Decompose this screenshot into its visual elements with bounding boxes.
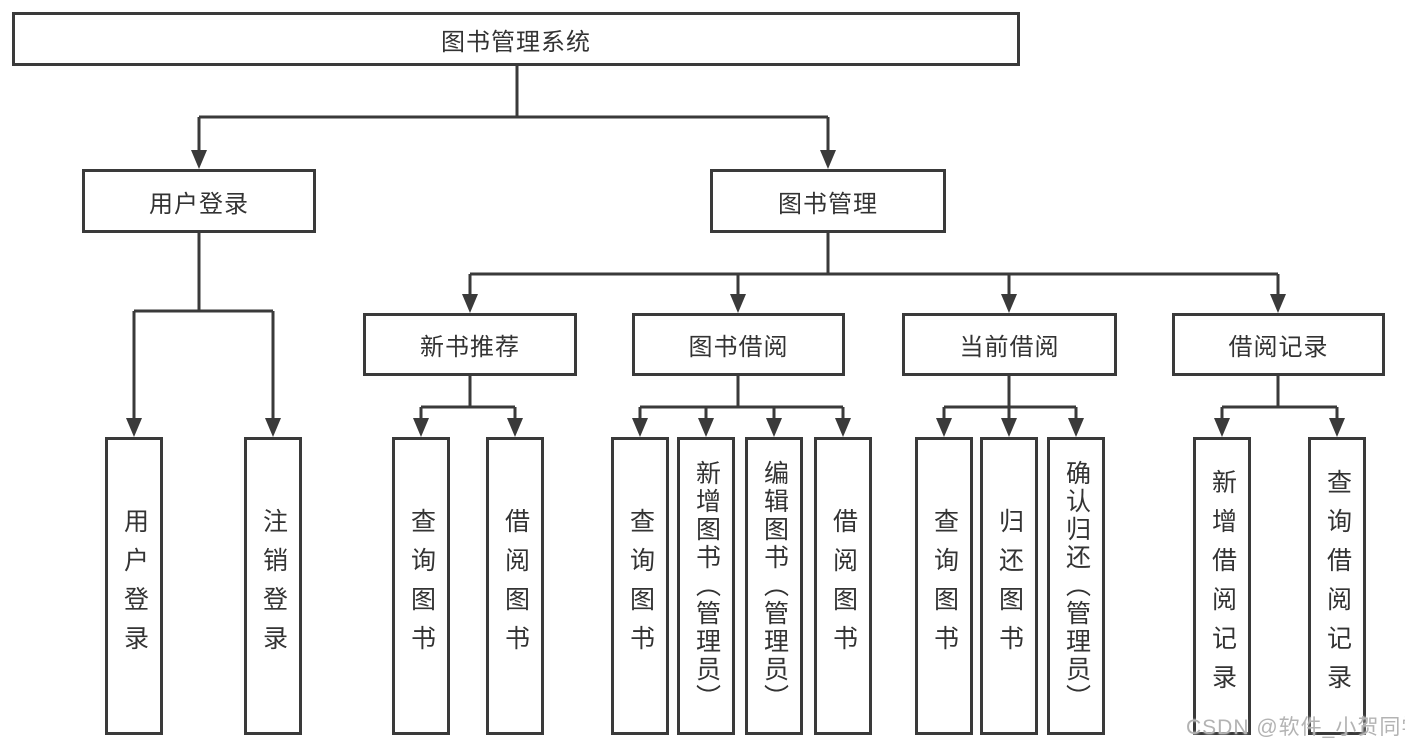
leaf-label: 注销登录: [259, 508, 288, 664]
leaf-label: 确认归还（管理员）: [1062, 460, 1091, 712]
node-book-management: 图书管理: [710, 169, 946, 233]
leaf-add-books-admin: 新增图书（管理员）: [677, 437, 735, 735]
node-label: 图书管理系统: [441, 28, 591, 56]
node-book-borrowing: 图书借阅: [632, 313, 845, 376]
leaf-label: 新增图书（管理员）: [692, 460, 721, 712]
leaf-add-borrow-record: 新增借阅记录: [1193, 437, 1251, 735]
leaf-query-books-recommend: 查询图书: [392, 437, 450, 735]
leaf-borrow-books: 借阅图书: [814, 437, 872, 735]
leaf-label: 查询图书: [626, 508, 655, 664]
node-label: 当前借阅: [959, 334, 1060, 361]
leaf-user-login: 用户登录: [105, 437, 163, 735]
leaf-label: 查询图书: [407, 508, 436, 664]
leaf-label: 用户登录: [120, 508, 149, 664]
node-current-borrowing: 当前借阅: [902, 313, 1117, 376]
leaf-confirm-return-admin: 确认归还（管理员）: [1047, 437, 1105, 735]
leaf-query-borrow-record: 查询借阅记录: [1308, 437, 1366, 735]
leaf-query-books-borrowing: 查询图书: [611, 437, 669, 735]
leaf-label: 新增借阅记录: [1208, 469, 1237, 703]
csdn-watermark: CSDN @软件_小贺同学: [1186, 716, 1405, 739]
node-borrowing-records: 借阅记录: [1172, 313, 1385, 376]
leaf-borrow-books-recommend: 借阅图书: [486, 437, 544, 735]
leaf-label: 查询借阅记录: [1323, 469, 1352, 703]
leaf-label: 查询图书: [930, 508, 959, 664]
arrowhead-icons: [126, 150, 1345, 437]
node-new-book-recommend: 新书推荐: [363, 313, 577, 376]
leaf-label: 编辑图书（管理员）: [760, 460, 789, 712]
node-user-login: 用户登录: [82, 169, 316, 233]
node-label: 图书借阅: [688, 334, 789, 361]
node-label: 用户登录: [149, 190, 249, 218]
node-library-system: 图书管理系统: [12, 12, 1020, 66]
leaf-query-books-current: 查询图书: [915, 437, 973, 735]
leaf-label: 借阅图书: [829, 508, 858, 664]
node-label: 新书推荐: [420, 334, 520, 361]
leaf-edit-books-admin: 编辑图书（管理员）: [745, 437, 803, 735]
tree-edges: [132, 66, 1339, 420]
leaf-logout: 注销登录: [244, 437, 302, 735]
leaf-label: 归还图书: [995, 508, 1024, 664]
node-label: 借阅记录: [1228, 334, 1329, 361]
leaf-label: 借阅图书: [501, 508, 530, 664]
node-label: 图书管理: [778, 190, 878, 218]
leaf-return-books: 归还图书: [980, 437, 1038, 735]
